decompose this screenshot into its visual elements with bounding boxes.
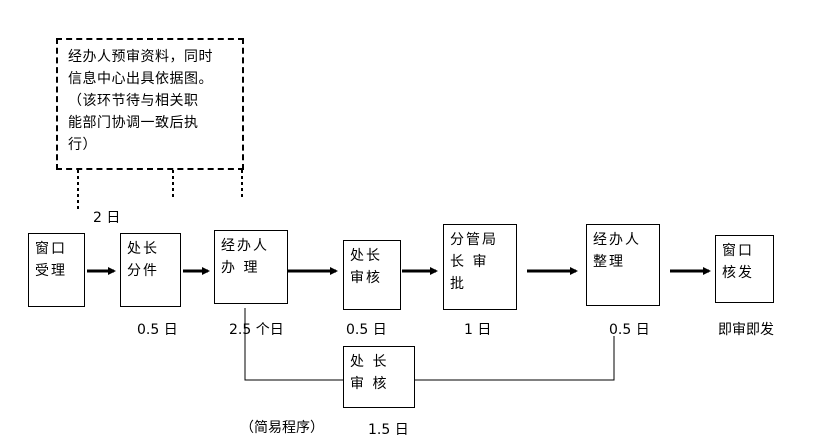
pre-review-note: 经办人预审资料，同时 信息中心出具依据图。 （该环节待与相关职 能部门协调一致后…	[56, 38, 244, 170]
note-time-label: 2 日	[93, 210, 121, 226]
time-label-handler-organize: 0.5 日	[609, 322, 650, 338]
simplified-path-right	[415, 336, 615, 381]
note-connectors	[77, 170, 243, 210]
time-label-director-review: 0.5 日	[346, 322, 387, 338]
simplified-director-review: 处 长 审 核	[343, 346, 415, 408]
simplified-path-left	[244, 308, 343, 381]
simplified-procedure-label: （简易程序）	[240, 420, 324, 436]
time-label-handler-process: 2.5 个日	[229, 322, 284, 338]
step-window-issue: 窗口 核发	[715, 235, 774, 303]
step-handler-organize: 经办人 整理	[586, 224, 660, 306]
step-director-assign: 处长 分件	[120, 233, 181, 307]
step-director-review: 处长 审核	[343, 240, 401, 310]
time-label-deputy-approve: 1 日	[464, 322, 492, 338]
time-label-director-assign: 0.5 日	[137, 322, 178, 338]
step-handler-process: 经办人 办 理	[214, 230, 288, 304]
time-label-window-issue: 即审即发	[718, 322, 774, 338]
simplified-time-label: 1.5 日	[368, 422, 409, 438]
step-deputy-approve: 分管局 长 审 批	[443, 224, 517, 310]
step-window-accept: 窗口 受理	[28, 233, 85, 307]
